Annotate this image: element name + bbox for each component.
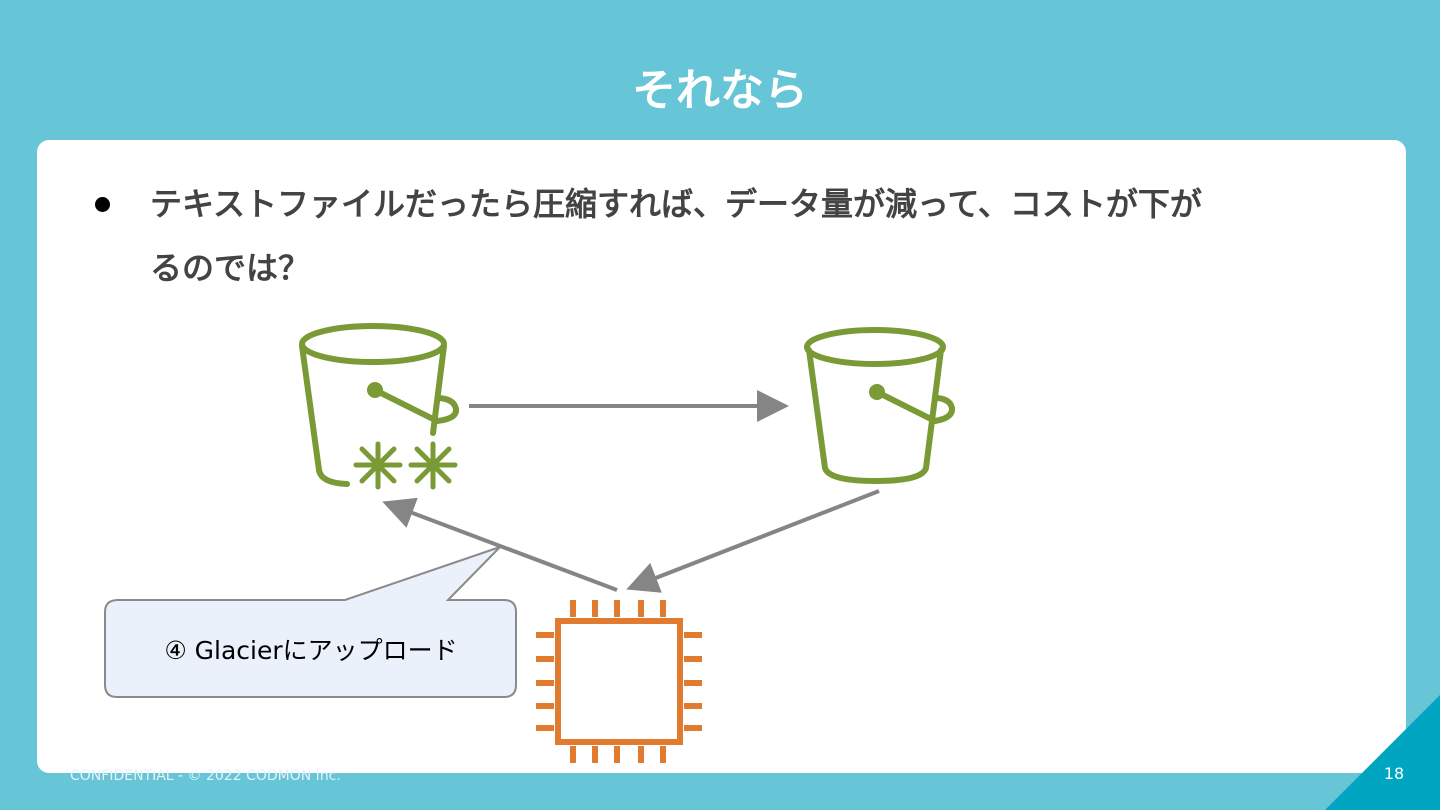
footer-confidential: CONFIDENTIAL - © 2022 CODMON Inc. xyxy=(70,768,341,784)
bullet-line-2: るのでは？ xyxy=(150,249,311,287)
page-number: 18 xyxy=(1383,764,1405,783)
bullet-list: テキストファイルだったら圧縮すれば、データ量が減って、コストが下が るのでは？ xyxy=(88,172,1358,300)
bucket-snowflake-icon xyxy=(299,323,460,490)
chip-icon xyxy=(536,600,702,763)
callout-label: ④ Glacierにアップロード xyxy=(164,636,458,665)
slide-title: それなら xyxy=(632,65,808,116)
bullet-item: テキストファイルだったら圧縮すれば、データ量が減って、コストが下が るのでは？ xyxy=(88,172,1358,300)
arrow-s3-to-ec2 xyxy=(626,489,880,593)
bucket-icon xyxy=(804,327,956,484)
bullet-dot xyxy=(95,197,110,212)
arrow-ec2-to-glacier xyxy=(382,497,618,592)
callout-bubble xyxy=(104,546,517,698)
bullet-line-1: テキストファイルだったら圧縮すれば、データ量が減って、コストが下が xyxy=(150,185,1202,223)
